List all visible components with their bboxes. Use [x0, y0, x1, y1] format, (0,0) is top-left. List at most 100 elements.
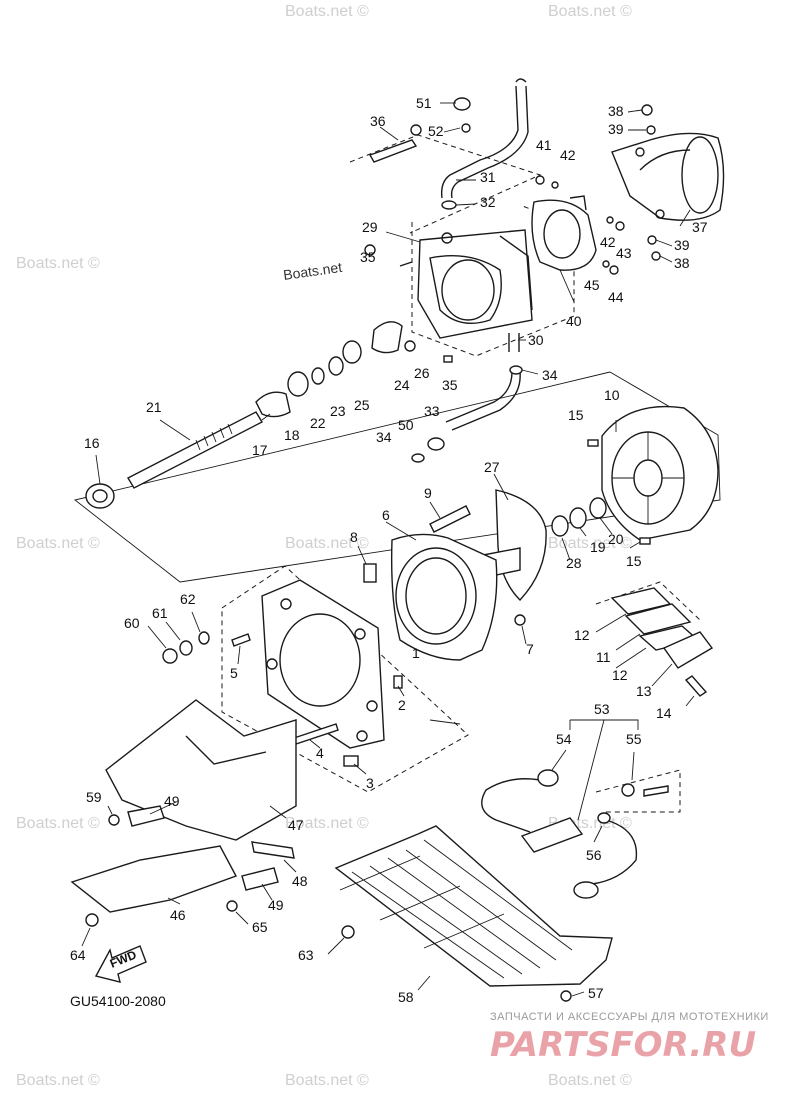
- leader: [269, 805, 287, 819]
- leader: [593, 825, 603, 843]
- duct-side: [499, 235, 533, 311]
- leader: [261, 883, 273, 901]
- plate-1-hole: [356, 730, 368, 742]
- leader: [309, 739, 321, 749]
- leader: [627, 109, 643, 113]
- leader: [559, 269, 575, 303]
- pin-15b: [639, 537, 651, 545]
- callout-30: 30: [528, 332, 544, 348]
- leader: [631, 751, 635, 781]
- brand-logo: PARTSFOR.RU: [490, 1025, 756, 1065]
- callout-51: 51: [416, 95, 432, 111]
- bolt-36-head: [410, 124, 422, 136]
- leader: [191, 611, 201, 633]
- drawing-code: GU54100-2080: [70, 993, 166, 1009]
- duct-6-body: [390, 533, 498, 661]
- shaft-splines: [195, 423, 233, 451]
- leader: [521, 625, 527, 645]
- callout-61: 61: [152, 605, 168, 621]
- callout-12: 12: [574, 627, 590, 643]
- callout-7: 7: [526, 641, 534, 657]
- leader: [147, 625, 167, 649]
- callout-9: 9: [424, 485, 432, 501]
- callout-25: 25: [354, 397, 370, 413]
- watermark: Boats.net ©: [285, 535, 369, 552]
- fwd-arrow-shape: [94, 945, 147, 983]
- screw-41: [535, 175, 545, 185]
- callout-40: 40: [566, 313, 582, 329]
- callouts: 1 1 2 3 4 5 6 7 8 9 10 11 12 12 13 14 15…: [70, 95, 708, 1005]
- callout-17: 17: [252, 442, 268, 458]
- leader: [651, 663, 673, 687]
- grate-58-body: [334, 825, 613, 987]
- leader: [237, 645, 241, 665]
- watermark: Boats.net ©: [285, 815, 369, 832]
- callout-19: 19: [590, 539, 606, 555]
- callout-12: 12: [612, 667, 628, 683]
- callout-53: 53: [594, 701, 610, 717]
- leader: [357, 545, 367, 565]
- leader: [571, 991, 585, 997]
- bracket-46: [70, 845, 237, 913]
- cap-24: [371, 321, 403, 354]
- callout-26: 26: [414, 365, 430, 381]
- leader: [353, 763, 367, 775]
- seal-20: [589, 497, 607, 519]
- callout-34: 34: [376, 429, 392, 445]
- bolt-9: [429, 505, 471, 533]
- ring-bore: [543, 209, 581, 259]
- impeller-blade: [495, 489, 547, 602]
- housing-10-body: [601, 405, 719, 541]
- clip-34b: [411, 453, 425, 463]
- bolt-38b: [651, 251, 661, 261]
- leader: [385, 231, 421, 243]
- duct-body: [417, 229, 533, 339]
- seal-16-inner: [92, 489, 108, 503]
- plate-1-hole: [354, 628, 366, 640]
- hose-33-b: [445, 371, 513, 423]
- leader: [149, 801, 177, 815]
- watermark: Boats.net ©: [548, 3, 632, 20]
- sensor-wire: [481, 778, 541, 833]
- leader: [599, 517, 613, 535]
- leader: [81, 927, 91, 947]
- pad-49a: [127, 805, 165, 827]
- watermark: Boats.net ©: [16, 535, 100, 552]
- leader: [283, 859, 297, 873]
- seal-16: [85, 483, 115, 509]
- leader: [327, 937, 345, 955]
- callout-36: 36: [370, 113, 386, 129]
- plate-1-bore: [279, 613, 361, 707]
- plate-1-hole: [266, 658, 278, 670]
- grate-58-cross: [339, 855, 505, 949]
- connector: [573, 881, 599, 899]
- housing-10-vanes: [612, 432, 684, 524]
- callout-5: 5: [230, 665, 238, 681]
- outline-duct: [411, 204, 575, 357]
- callout-28: 28: [566, 555, 582, 571]
- watermark: Boats.net ©: [16, 815, 100, 832]
- brand-footer: ЗАПЧАСТИ И АКСЕССУАРЫ ДЛЯ МОТОТЕХНИКИ PA…: [490, 1011, 768, 1065]
- shaft-21: [127, 411, 263, 489]
- fitting-55: [621, 783, 635, 797]
- nut-60: [162, 648, 178, 664]
- leader: [685, 695, 695, 707]
- bolt-36: [368, 139, 418, 163]
- callout-45: 45: [584, 277, 600, 293]
- callout-2: 2: [398, 697, 406, 713]
- ring-tab: [569, 195, 587, 211]
- washer-61: [179, 640, 193, 656]
- callout-65: 65: [252, 919, 268, 935]
- leader: [679, 209, 691, 227]
- leader: [167, 897, 181, 905]
- outline-upper: [349, 134, 542, 234]
- drive-shaft-group: [85, 321, 445, 509]
- pump-housing: [601, 405, 719, 541]
- washer-62: [198, 631, 210, 645]
- spacer-28: [551, 515, 569, 537]
- bearing-18: [287, 371, 309, 397]
- callout-38: 38: [674, 255, 690, 271]
- watermark-inline: Boats.net: [282, 259, 343, 283]
- bolt-63: [341, 925, 355, 939]
- bolt-64: [85, 913, 99, 927]
